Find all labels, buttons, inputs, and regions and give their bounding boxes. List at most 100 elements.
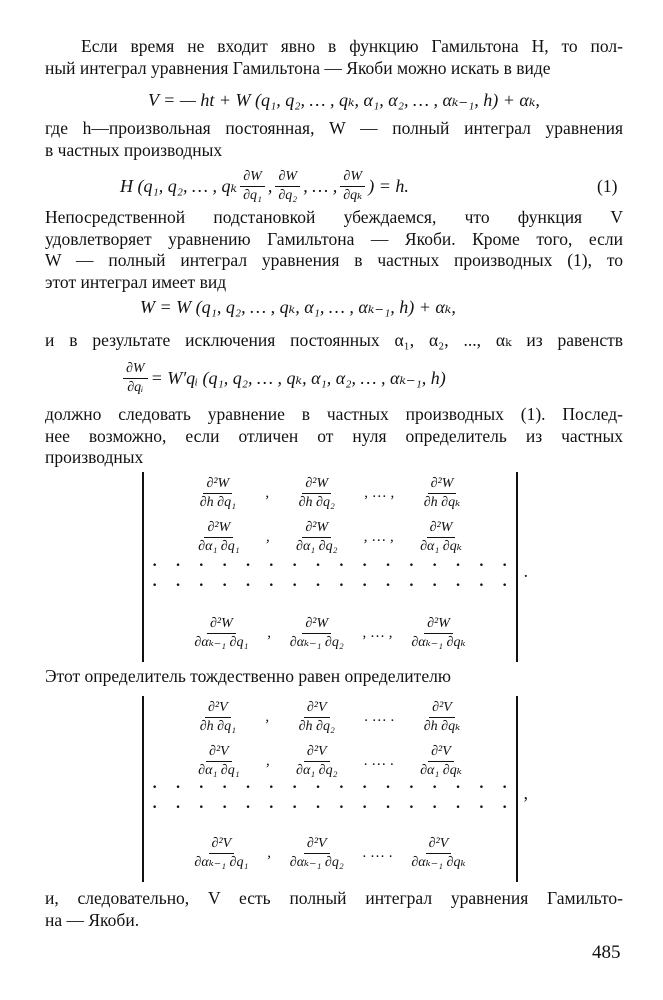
text-line: и в результате исключения постоянных α₁,…: [45, 330, 623, 350]
denominator: ∂h ∂qₖ: [423, 495, 461, 510]
separator: ,: [267, 175, 273, 196]
right-bar: [516, 472, 518, 662]
fraction: ∂²V∂h ∂qₖ: [421, 700, 463, 735]
denominator: ∂qᵢ: [127, 379, 144, 395]
fraction: ∂²W∂α₁ ∂qₖ: [417, 520, 465, 555]
numerator: ∂²W: [206, 616, 236, 634]
paragraph-1: Если время не входит явно в функцию Гами…: [45, 36, 623, 79]
denominator: ∂α₁ ∂qₖ: [420, 763, 462, 778]
fraction: ∂²V∂αₖ₋₁ ∂qₖ: [408, 836, 468, 871]
numerator: ∂²V: [205, 700, 231, 718]
text-line: Если время не входит явно в функцию Гами…: [81, 36, 623, 56]
separator: , … ,: [303, 175, 338, 196]
dots-row: · · · · · · · · · · · · · · · · · · · · …: [152, 577, 508, 594]
numerator: ∂W: [123, 361, 148, 379]
paragraph-3: Непосредственной подстановкой убеждаемся…: [45, 207, 623, 293]
fraction: ∂²W∂h ∂q₁: [197, 476, 239, 511]
dots-row: · · · · · · · · · · · · · · · · · · · · …: [152, 557, 508, 574]
fraction: ∂²V∂α₁ ∂q₂: [293, 744, 340, 779]
fraction: ∂W∂qₖ: [340, 169, 366, 204]
numerator: ∂²V: [303, 700, 330, 718]
separator: ,: [267, 625, 271, 641]
denominator: ∂q₁: [243, 187, 262, 203]
paragraph-4: и в результате исключения постоянных α₁,…: [45, 330, 623, 352]
text-line: в частных производных: [45, 139, 223, 160]
fraction: ∂²W∂αₖ₋₁ ∂q₂: [287, 616, 347, 651]
denominator: ∂αₖ₋₁ ∂qₖ: [411, 635, 466, 650]
numerator: ∂²W: [204, 520, 234, 538]
separator: , … ,: [363, 529, 394, 545]
separator: , … ,: [362, 625, 393, 641]
equation-1: H (q₁, q₂, … , qₖ ∂W∂q₁ , ∂W∂q₂ , … , ∂W…: [120, 164, 409, 208]
determinant-row: ∂²V∂α₁ ∂q₁,∂²V∂α₁ ∂q₂. … .∂²V∂α₁ ∂qₖ: [142, 744, 518, 779]
text-line: где h—произвольная постоянная, W — полны…: [45, 118, 623, 138]
fraction: ∂²V∂αₖ₋₁ ∂q₁: [191, 836, 251, 871]
fraction: ∂²W∂αₖ₋₁ ∂q₁: [191, 616, 251, 651]
fraction: ∂²W∂αₖ₋₁ ∂qₖ: [408, 616, 468, 651]
denominator: ∂α₁ ∂q₁: [198, 763, 240, 778]
text-line: этот интеграл имеет вид: [45, 271, 227, 292]
separator: . … .: [362, 845, 393, 861]
formula-v: V = — ht + W (q₁, q₂, … , qₖ, α₁, α₂, … …: [148, 90, 540, 110]
paragraph-7: и, следовательно, V есть полный интеграл…: [45, 888, 623, 931]
denominator: ∂h ∂q₁: [199, 719, 236, 734]
numerator: ∂²V: [206, 744, 232, 762]
numerator: ∂²V: [208, 836, 235, 854]
denominator: ∂q₂: [278, 187, 298, 203]
text-line: и, следовательно, V есть полный интеграл…: [45, 888, 623, 908]
numerator: ∂W: [240, 169, 265, 187]
denominator: ∂α₁ ∂q₂: [296, 539, 338, 554]
fraction: ∂²V∂h ∂q₁: [197, 700, 239, 735]
numerator: ∂²W: [426, 520, 456, 538]
numerator: ∂²W: [427, 476, 457, 494]
denominator: ∂αₖ₋₁ ∂q₂: [289, 635, 344, 650]
determinant-row: ∂²W∂h ∂q₁,∂²W∂h ∂q₂, … ,∂²W∂h ∂qₖ: [142, 476, 518, 511]
determinant-w: ∂²W∂h ∂q₁,∂²W∂h ∂q₂, … ,∂²W∂h ∂qₖ∂²W∂α₁ …: [142, 472, 528, 662]
numerator: ∂²V: [303, 836, 330, 854]
denominator: ∂αₖ₋₁ ∂q₁: [194, 635, 249, 650]
eq1-left: H (q₁, q₂, … , qₖ: [120, 175, 238, 196]
denominator: ∂h ∂q₂: [298, 719, 335, 734]
denominator: ∂αₖ₋₁ ∂q₁: [194, 855, 249, 870]
paragraph-2: где h—произвольная постоянная, W — полны…: [45, 118, 623, 161]
text-line: W — полный интеграл уравнения в частных …: [45, 250, 623, 270]
fraction: ∂²W∂h ∂q₂: [296, 476, 338, 511]
determinant-row: ∂²V∂αₖ₋₁ ∂q₁,∂²V∂αₖ₋₁ ∂q₂. … .∂²V∂αₖ₋₁ ∂…: [142, 836, 518, 871]
text-line: нее возможно, если отличен от нуля опред…: [45, 425, 623, 446]
text-line: должно следовать уравнение в частных про…: [45, 404, 623, 424]
fraction: ∂²W∂α₁ ∂q₂: [293, 520, 340, 555]
denominator: ∂qₖ: [343, 187, 363, 203]
fraction: ∂W∂qᵢ: [123, 361, 148, 396]
formula-w: W = W (q₁, q₂, … , qₖ, α₁, … , αₖ₋₁, h) …: [140, 297, 456, 317]
right-bar: [516, 696, 518, 882]
denominator: ∂αₖ₋₁ ∂qₖ: [411, 855, 466, 870]
text-line: удовлетворяет уравнению Гамильтона — Яко…: [45, 228, 623, 249]
denominator: ∂α₁ ∂q₂: [296, 763, 338, 778]
left-bar: [142, 472, 144, 662]
text-line: производных: [45, 447, 144, 467]
fraction: ∂W∂q₂: [275, 169, 301, 204]
fraction: ∂²V∂h ∂q₂: [296, 700, 338, 735]
denominator: ∂h ∂q₁: [199, 495, 236, 510]
paragraph-6: Этот определитель тождественно равен опр…: [45, 666, 623, 688]
denominator: ∂h ∂q₂: [298, 495, 335, 510]
eq1-right: ) = h.: [368, 175, 409, 196]
text-line: на — Якоби.: [45, 909, 140, 930]
determinant-row: ∂²W∂αₖ₋₁ ∂q₁,∂²W∂αₖ₋₁ ∂q₂, … ,∂²W∂αₖ₋₁ ∂…: [142, 616, 518, 651]
dots-row: · · · · · · · · · · · · · · · · · · · · …: [152, 779, 508, 796]
numerator: ∂²W: [302, 476, 332, 494]
denominator: ∂α₁ ∂q₁: [198, 539, 240, 554]
fraction: ∂W∂q₁: [240, 169, 265, 204]
determinant-row: ∂²W∂α₁ ∂q₁,∂²W∂α₁ ∂q₂, … ,∂²W∂α₁ ∂qₖ: [142, 520, 518, 555]
separator: , … ,: [364, 485, 395, 501]
numerator: ∂²W: [302, 520, 332, 538]
separator: . … .: [364, 709, 395, 725]
trailing-punctuation: .: [523, 561, 528, 581]
separator: ,: [265, 709, 270, 725]
fraction: ∂²W∂α₁ ∂q₁: [195, 520, 242, 555]
formula-derivative: ∂W∂qᵢ = W′qᵢ (q₁, q₂, … , qₖ, α₁, α₂, … …: [120, 356, 446, 400]
separator: ,: [265, 485, 270, 501]
text-line: Этот определитель тождественно равен опр…: [45, 666, 451, 686]
separator: ,: [265, 753, 270, 769]
numerator: ∂²W: [302, 616, 332, 634]
